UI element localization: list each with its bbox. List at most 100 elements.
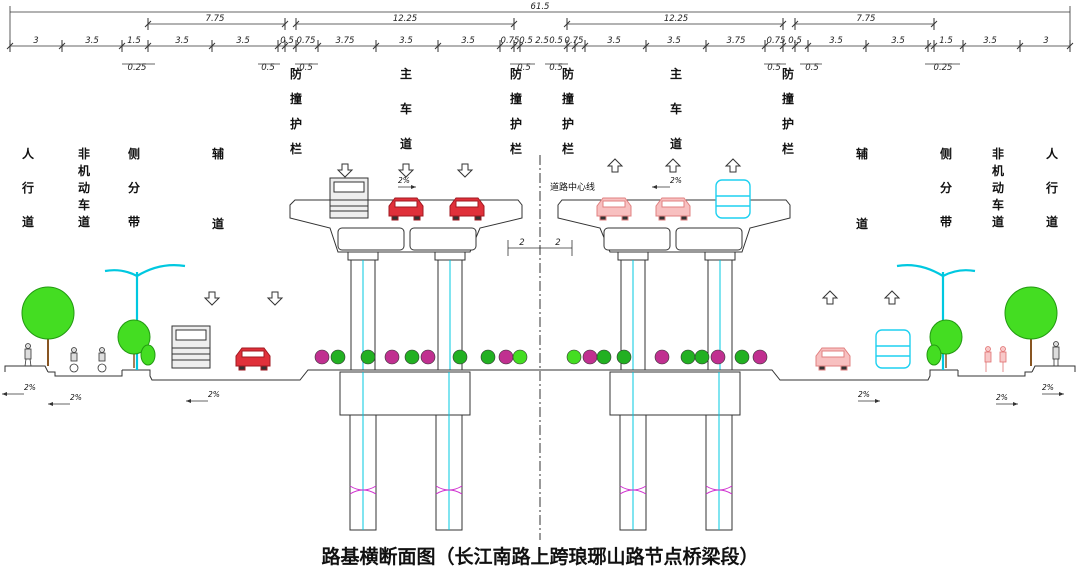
left-bridge [289, 199, 523, 371]
sub-dim: 0.5 [299, 63, 313, 73]
arrow-down-icon [456, 163, 474, 178]
segment-dim: 0.5 [788, 36, 802, 46]
segment-dim: 3.5 [236, 36, 250, 46]
slope-markers: 2%2%2%2%2%2%2%2% [2, 176, 1064, 406]
slope-arrow-head [1013, 402, 1018, 406]
slope-label: 2% [208, 390, 220, 399]
pedestrian-icon [984, 346, 1007, 372]
shrub-icon [384, 349, 400, 365]
sub-dim: 0.5 [805, 63, 819, 73]
shrub-icon [616, 349, 632, 365]
tick-mark [510, 20, 518, 28]
segment-dim: 3.75 [336, 36, 355, 46]
arrow-down-icon [266, 291, 284, 306]
vertical-label-non-motor: 非机动车道 [78, 146, 90, 229]
tick-mark [791, 20, 799, 28]
vertical-label-barrier: 防撞护栏 [290, 66, 302, 156]
vertical-label-aux-road: 辅道 [856, 146, 868, 231]
car-icon [815, 347, 851, 371]
segment-dim: 3.5 [85, 36, 99, 46]
segment-dim: 3.5 [983, 36, 997, 46]
vertical-labels: 人行道非机动车道侧分带辅道防撞护栏主车道防撞护栏防撞护栏主车道防撞护栏辅道侧分带… [21, 66, 1059, 231]
segment-dim: 0.5 [280, 36, 294, 46]
sub-dim: 0.5 [517, 63, 531, 73]
pile-centerlines [362, 372, 720, 530]
segment-dim: 3 [1043, 36, 1048, 46]
vertical-label-barrier: 防撞护栏 [562, 66, 574, 156]
segment-dim: 2.5 [535, 36, 549, 46]
tick-mark [292, 20, 300, 28]
segment-dim: 0.5 [549, 36, 563, 46]
vertical-label-sidewalk: 人行道 [1045, 146, 1059, 229]
slope-label: 2% [70, 393, 82, 402]
slope-label: 2% [996, 393, 1008, 402]
centerline-label: 道路中心线 [550, 181, 595, 193]
pile-joints [349, 485, 733, 495]
slope-arrow-head [1059, 392, 1064, 396]
car-icon [235, 347, 271, 371]
cyclist-icon [97, 347, 107, 373]
slope-label: 2% [24, 383, 36, 392]
slope-arrow-head [48, 402, 53, 406]
segment-dim: 3.5 [175, 36, 189, 46]
dimension-chains [9, 6, 1071, 65]
slope-arrow-head [186, 399, 191, 403]
left-main-dim: 12.25 [393, 14, 417, 24]
vertical-label-sidewalk: 人行道 [21, 146, 35, 229]
dimension-ticks [6, 18, 1074, 52]
vertical-label-barrier: 防撞护栏 [782, 66, 794, 156]
pedestrian-icon [1052, 341, 1060, 366]
segment-dim: 0.75 [501, 36, 520, 46]
truck-icon [171, 325, 211, 369]
vertical-label-side-strip: 侧分带 [940, 146, 952, 229]
gap-dim-left: 2 [519, 238, 524, 248]
segment-dim: 3 [33, 36, 38, 46]
slope-label: 2% [1042, 383, 1054, 392]
segment-dim: 3.5 [607, 36, 621, 46]
gap-dim-right: 2 [555, 238, 560, 248]
shrub-icon [734, 349, 750, 365]
segment-dim: 3.5 [461, 36, 475, 46]
car-icon [655, 197, 691, 221]
arrow-down-icon [336, 163, 354, 178]
tick-mark [779, 20, 787, 28]
slope-label: 2% [858, 390, 870, 399]
right-aux-dim: 7.75 [857, 14, 876, 24]
vertical-label-main-road: 主车道 [400, 66, 412, 151]
arrow-down-icon [203, 291, 221, 306]
car-icon [596, 197, 632, 221]
shrub-icon [117, 319, 156, 368]
sub-dim: 0.5 [549, 63, 563, 73]
segment-dim: 1.5 [939, 36, 953, 46]
arrow-up-icon [883, 290, 901, 305]
slope-arrow-head [2, 392, 7, 396]
vertical-label-aux-road: 辅道 [212, 146, 224, 231]
sub-dim: 0.5 [261, 63, 275, 73]
gap-dimension [507, 240, 573, 256]
shrub-icon [314, 349, 330, 365]
shrub-icon [752, 349, 768, 365]
shrub-icon [596, 349, 612, 365]
shrub-icon [330, 349, 346, 365]
shrub-icon [480, 349, 496, 365]
arrow-up-icon [821, 290, 839, 305]
drawing-title: 路基横断面图（长江南路上跨琅琊山路节点桥梁段） [321, 545, 758, 568]
total-width-dim: 61.5 [531, 2, 550, 12]
pedestrian-icon [24, 343, 32, 367]
slope-arrow-head [875, 399, 880, 403]
vertical-label-main-road: 主车道 [670, 66, 682, 151]
shrub-icon [694, 349, 710, 365]
cyclist-icon [69, 347, 79, 373]
shrub-icon [926, 319, 963, 368]
tree-icon [21, 286, 75, 366]
slope-arrow-head [411, 185, 416, 189]
segment-dim: 3.5 [667, 36, 681, 46]
bus-icon [715, 179, 751, 219]
vertical-label-side-strip: 侧分带 [128, 146, 140, 229]
segment-dim: 3.5 [891, 36, 905, 46]
sub-dim: 0.25 [934, 63, 953, 73]
tree-icon [1004, 286, 1058, 366]
shrub-icon [512, 349, 528, 365]
